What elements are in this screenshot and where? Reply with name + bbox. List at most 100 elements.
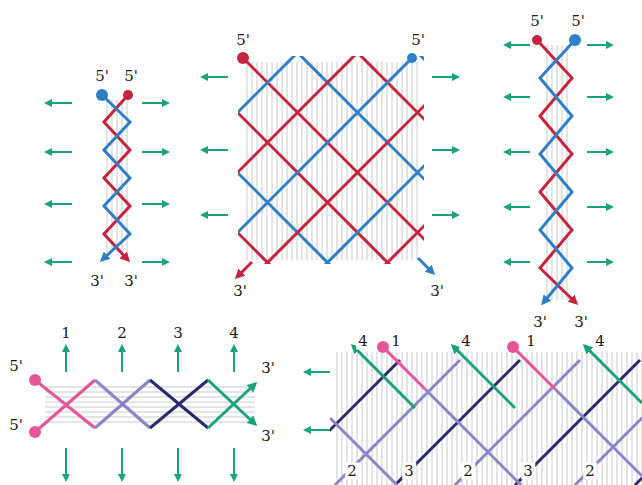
strand-end-label: 5'	[409, 32, 427, 49]
strand-end-label: 5'	[93, 68, 111, 85]
strand-part	[202, 76, 228, 78]
strand-start-dot	[507, 341, 519, 353]
strand-part	[432, 76, 458, 78]
strand-start-dot	[96, 89, 108, 101]
strand-part	[515, 360, 640, 485]
strand-part	[505, 45, 612, 262]
strand-part	[238, 56, 424, 264]
strand-part	[233, 346, 235, 372]
strand-end-label: 5'	[234, 32, 252, 49]
strand-end-label: 5'	[569, 13, 587, 30]
strand-end-label: 5'	[7, 358, 25, 375]
strand-end-label: 3'	[531, 314, 549, 331]
strand-part	[540, 40, 575, 303]
strand-part	[453, 346, 515, 408]
strand-start-dot	[237, 52, 249, 64]
strand-part	[305, 371, 330, 373]
callout-number: 3	[521, 463, 535, 480]
callout-number: 3	[402, 463, 416, 480]
callout-number: 2	[583, 463, 597, 480]
strand-part	[65, 448, 67, 480]
strand-start-dot	[123, 90, 133, 100]
callout-number: 3	[171, 325, 185, 342]
strand-part	[46, 203, 72, 205]
strand-part	[208, 384, 255, 428]
strand-part	[330, 418, 397, 485]
strand-start-dot	[569, 34, 581, 46]
strand-part	[505, 96, 530, 98]
strand-start-dot	[29, 426, 41, 438]
strand-part	[202, 149, 228, 151]
strand-part	[587, 96, 612, 98]
strand-start-dot	[29, 374, 41, 386]
strand-start-dot	[407, 53, 417, 63]
strand-end-label: 3'	[122, 273, 140, 290]
strand-part	[513, 350, 555, 389]
strand-part	[121, 346, 123, 372]
strand-part	[505, 151, 530, 153]
strand-part	[587, 44, 612, 46]
strand-part	[202, 214, 228, 216]
strand-part	[102, 95, 130, 260]
strand-part	[208, 380, 255, 424]
callout-number: 1	[389, 333, 403, 350]
strand-part	[95, 380, 150, 428]
callout-number: 1	[59, 325, 73, 342]
strand-part	[46, 151, 72, 153]
strand-part	[150, 380, 208, 428]
strand-part	[330, 350, 642, 485]
strand-part	[587, 151, 612, 153]
strand-part	[300, 56, 424, 264]
strand-end-label: 3'	[231, 283, 249, 300]
strand-start-dot	[532, 35, 542, 45]
strand-part	[35, 380, 95, 432]
strand-part	[405, 56, 424, 264]
strand-end-label: 5'	[528, 13, 546, 30]
strand-part	[46, 102, 72, 104]
strand-part	[285, 56, 424, 264]
strand-part	[635, 360, 642, 485]
strand-end-label: 5'	[122, 68, 140, 85]
callout-number: 4	[356, 333, 370, 350]
strand-end-label: 3'	[88, 273, 106, 290]
strand-part	[142, 261, 168, 263]
strand-part	[360, 56, 424, 264]
strand-part	[237, 262, 252, 277]
strand-part	[177, 346, 179, 372]
strand-part	[432, 149, 458, 151]
strand-part	[425, 389, 521, 485]
strand-part	[353, 346, 415, 408]
helix-panel-3	[505, 34, 612, 303]
strand-part	[238, 56, 424, 264]
strand-part	[233, 448, 235, 480]
strand-part	[432, 214, 458, 216]
strand-part	[537, 40, 576, 303]
callout-number: 1	[524, 333, 538, 350]
callout-number: 4	[227, 325, 241, 342]
strand-part	[238, 56, 370, 264]
strand-part	[245, 62, 420, 260]
strand-part	[505, 44, 530, 46]
strand-end-label: 3'	[259, 360, 277, 377]
strand-part	[305, 372, 330, 430]
strand-part	[65, 346, 67, 372]
strand-part	[95, 380, 150, 428]
strand-part	[35, 380, 255, 432]
strand-part	[305, 429, 330, 431]
strand-end-label: 3'	[572, 314, 590, 331]
strand-end-label: 5'	[7, 417, 25, 434]
strand-part	[177, 448, 179, 480]
helix-panel-4	[29, 346, 255, 480]
strand-start-dot	[377, 341, 389, 353]
strand-part	[455, 360, 580, 485]
strand-part	[505, 261, 530, 263]
strand-end-label: 3'	[259, 428, 277, 445]
callout-number: 2	[115, 325, 129, 342]
callout-number: 4	[459, 333, 473, 350]
strand-part	[142, 203, 168, 205]
callout-number: 2	[345, 463, 359, 480]
strand-part	[330, 360, 400, 485]
strand-part	[66, 346, 234, 480]
strand-part	[418, 258, 433, 273]
strand-part	[142, 102, 168, 104]
